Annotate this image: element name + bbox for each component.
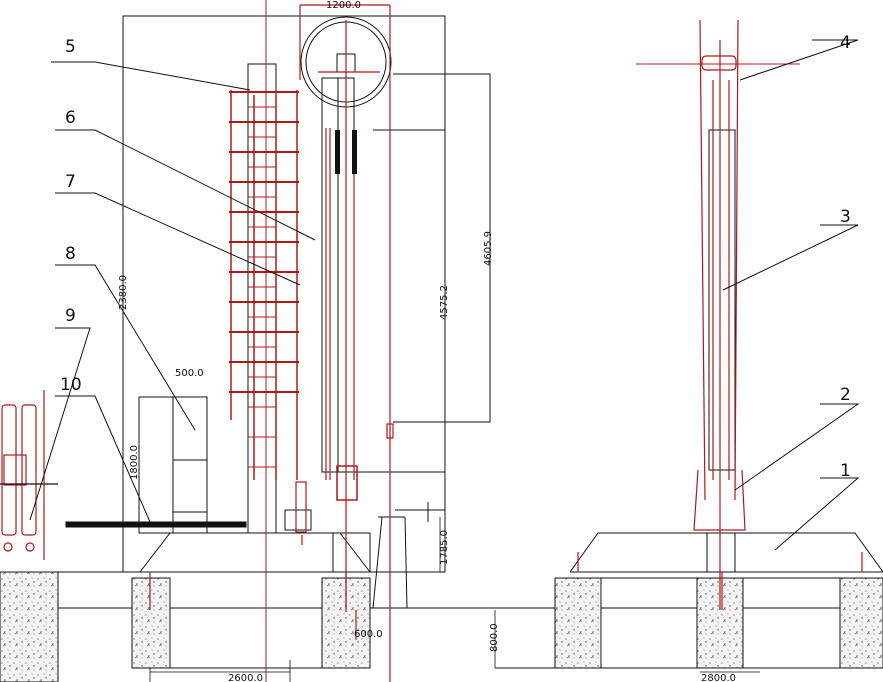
ladder-rails [230,0,298,682]
footing-right-a [554,577,602,669]
dim-footing-span-left: 2600.0 [228,673,263,682]
mast-column [708,129,736,471]
gas-cylinder-assembly [0,390,58,560]
dim-pulley-diameter: 1200.0 [326,0,361,11]
dim-base-offset: 1785.0 [439,530,450,565]
dim-tower-height: 2380.0 [118,275,129,310]
dimension-lines [149,517,760,682]
callout-4: 4 [840,33,851,53]
callout-8: 8 [65,244,76,264]
mast-base [706,532,736,573]
cabinet-panel [172,396,208,534]
base-slab [139,532,371,573]
callout-2: 2 [840,385,851,405]
dim-footing-gap: 600.0 [354,629,383,640]
dim-cabinet-height: 1800.0 [129,445,140,480]
ground-cable [65,521,247,528]
callout-9: 9 [65,306,76,326]
dim-footing-span-right: 2800.0 [701,673,736,682]
callout-7: 7 [65,172,76,192]
ladder-tower [247,63,277,534]
callout-1: 1 [840,461,851,481]
dim-footing-depth: 800.0 [489,623,500,652]
footing-right-c [839,577,883,669]
mast-cables [577,19,863,610]
callout-5: 5 [65,37,76,57]
drop-frame-inner [352,129,446,473]
base-slab-right [569,532,883,573]
callout-10: 10 [60,375,82,395]
footing-left-edge [0,571,59,682]
motor-box [284,509,312,531]
guide-weights [335,130,357,174]
side-elevation-view [480,129,883,669]
dim-cabinet-width: 500.0 [175,368,204,379]
cone-stand [372,516,408,609]
column-base [332,532,371,573]
callout-6: 6 [65,108,76,128]
dim-drop-height-a: 4575.2 [439,285,450,320]
ladder-rungs [229,91,299,468]
dim-drop-height-b: 4605.9 [483,231,494,266]
callout-leaders [29,39,860,551]
frame-outline [122,15,446,573]
hoist-cables [149,4,394,682]
callout-3: 3 [840,207,851,227]
footing-left [131,577,171,669]
drop-frame-outer [393,73,491,423]
